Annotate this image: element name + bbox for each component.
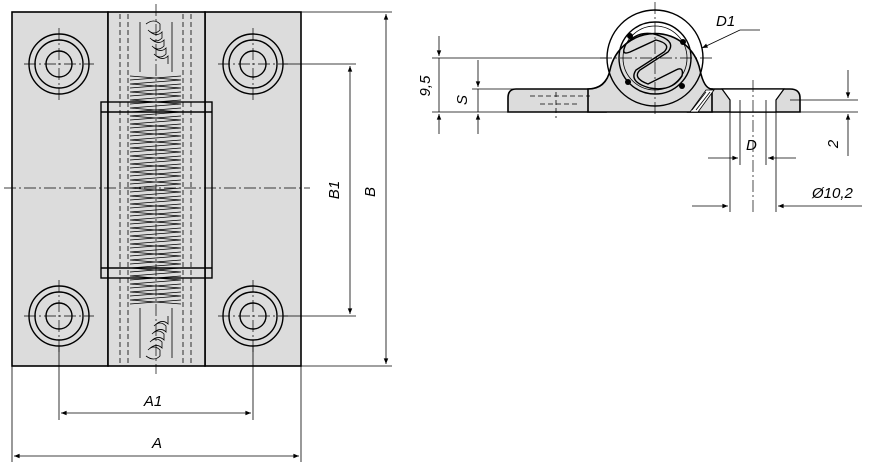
label-D: D bbox=[746, 137, 757, 154]
front-dimensions bbox=[11, 11, 392, 462]
label-B1: B1 bbox=[326, 181, 343, 199]
label-B: B bbox=[362, 187, 379, 197]
label-9-5: 9,5 bbox=[417, 75, 434, 97]
hinge-front-view bbox=[4, 4, 310, 374]
spring-end-top bbox=[145, 20, 169, 64]
spring-end-s bbox=[623, 32, 684, 90]
side-knuckle-body bbox=[587, 32, 713, 113]
spring-end-bottom bbox=[145, 316, 169, 360]
label-D1: D1 bbox=[716, 13, 735, 30]
side-dimensions bbox=[432, 29, 862, 212]
right-leaf bbox=[204, 11, 302, 367]
central-knuckle bbox=[107, 11, 206, 367]
label-A1: A1 bbox=[143, 393, 162, 410]
label-S: S bbox=[454, 95, 471, 105]
label-diameter-10-2: Ø10,2 bbox=[811, 185, 854, 202]
hinge-side-view bbox=[507, 2, 801, 212]
left-leaf bbox=[11, 11, 109, 367]
label-A: A bbox=[151, 435, 162, 452]
label-2: 2 bbox=[825, 139, 842, 149]
